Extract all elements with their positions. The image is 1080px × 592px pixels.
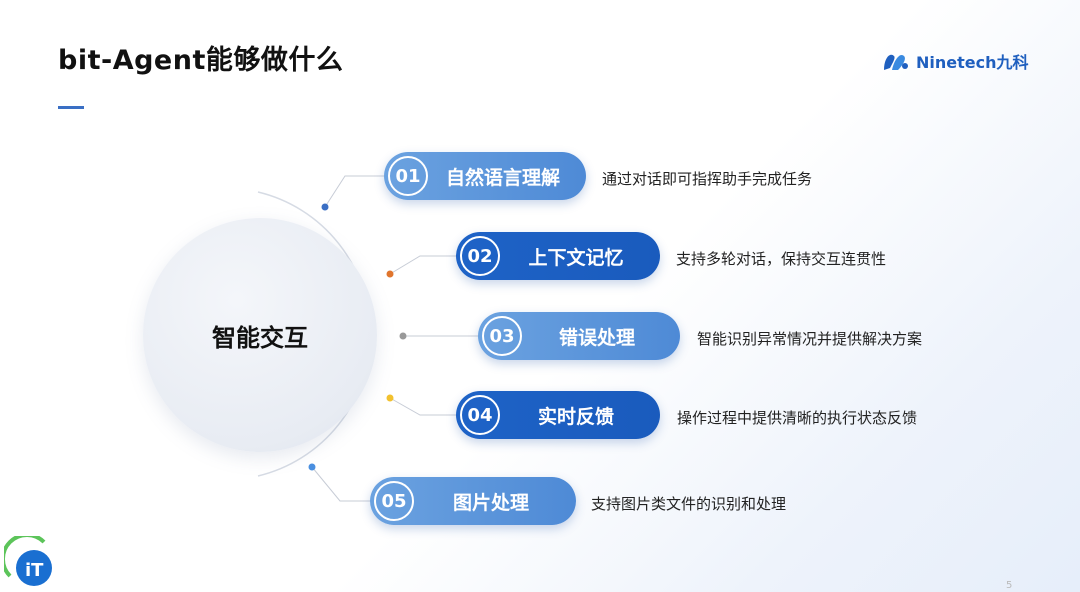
item-desc-4: 操作过程中提供清晰的执行状态反馈 [677,409,918,427]
item-label: 实时反馈 [537,405,614,428]
company-logo: Ninetech九科 [882,46,1029,76]
connector-dot-4 [386,394,394,402]
item-desc-3: 智能识别异常情况并提供解决方案 [697,330,923,348]
item-label: 图片处理 [452,491,529,514]
it-watermark-icon: iT [4,536,52,586]
ninetech-logo-icon [884,54,908,70]
connector-dot-5 [308,463,316,471]
connector-dot-1 [321,203,329,211]
item-pill-2: 02 上下文记忆 [456,232,660,280]
item-number: 01 [388,156,428,196]
item-number: 02 [460,236,500,276]
item-desc-2: 支持多轮对话，保持交互连贯性 [676,250,887,268]
page-number: 5 [1006,580,1013,591]
logo-text: Ninetech九科 [916,53,1029,72]
item-pill-5: 05 图片处理 [370,477,576,525]
item-desc-5: 支持图片类文件的识别和处理 [591,495,787,513]
item-number: 05 [374,481,414,521]
item-label: 自然语言理解 [445,166,560,189]
page-title: bit-Agent能够做什么 [58,45,344,76]
connector-dot-3 [399,332,407,340]
center-label: 智能交互 [212,323,308,352]
item-number: 04 [460,395,500,435]
center-circle: 智能交互 [143,218,377,452]
item-pill-4: 04 实时反馈 [456,391,660,439]
svg-text:iT: iT [25,560,44,581]
item-pill-1: 01 自然语言理解 [384,152,586,200]
item-desc-1: 通过对话即可指挥助手完成任务 [602,170,813,188]
item-label: 错误处理 [558,326,635,349]
item-pill-3: 03 错误处理 [478,312,680,360]
connector-dot-2 [386,270,394,278]
item-number: 03 [482,316,522,356]
title-underline [58,106,84,109]
item-label: 上下文记忆 [528,246,624,269]
